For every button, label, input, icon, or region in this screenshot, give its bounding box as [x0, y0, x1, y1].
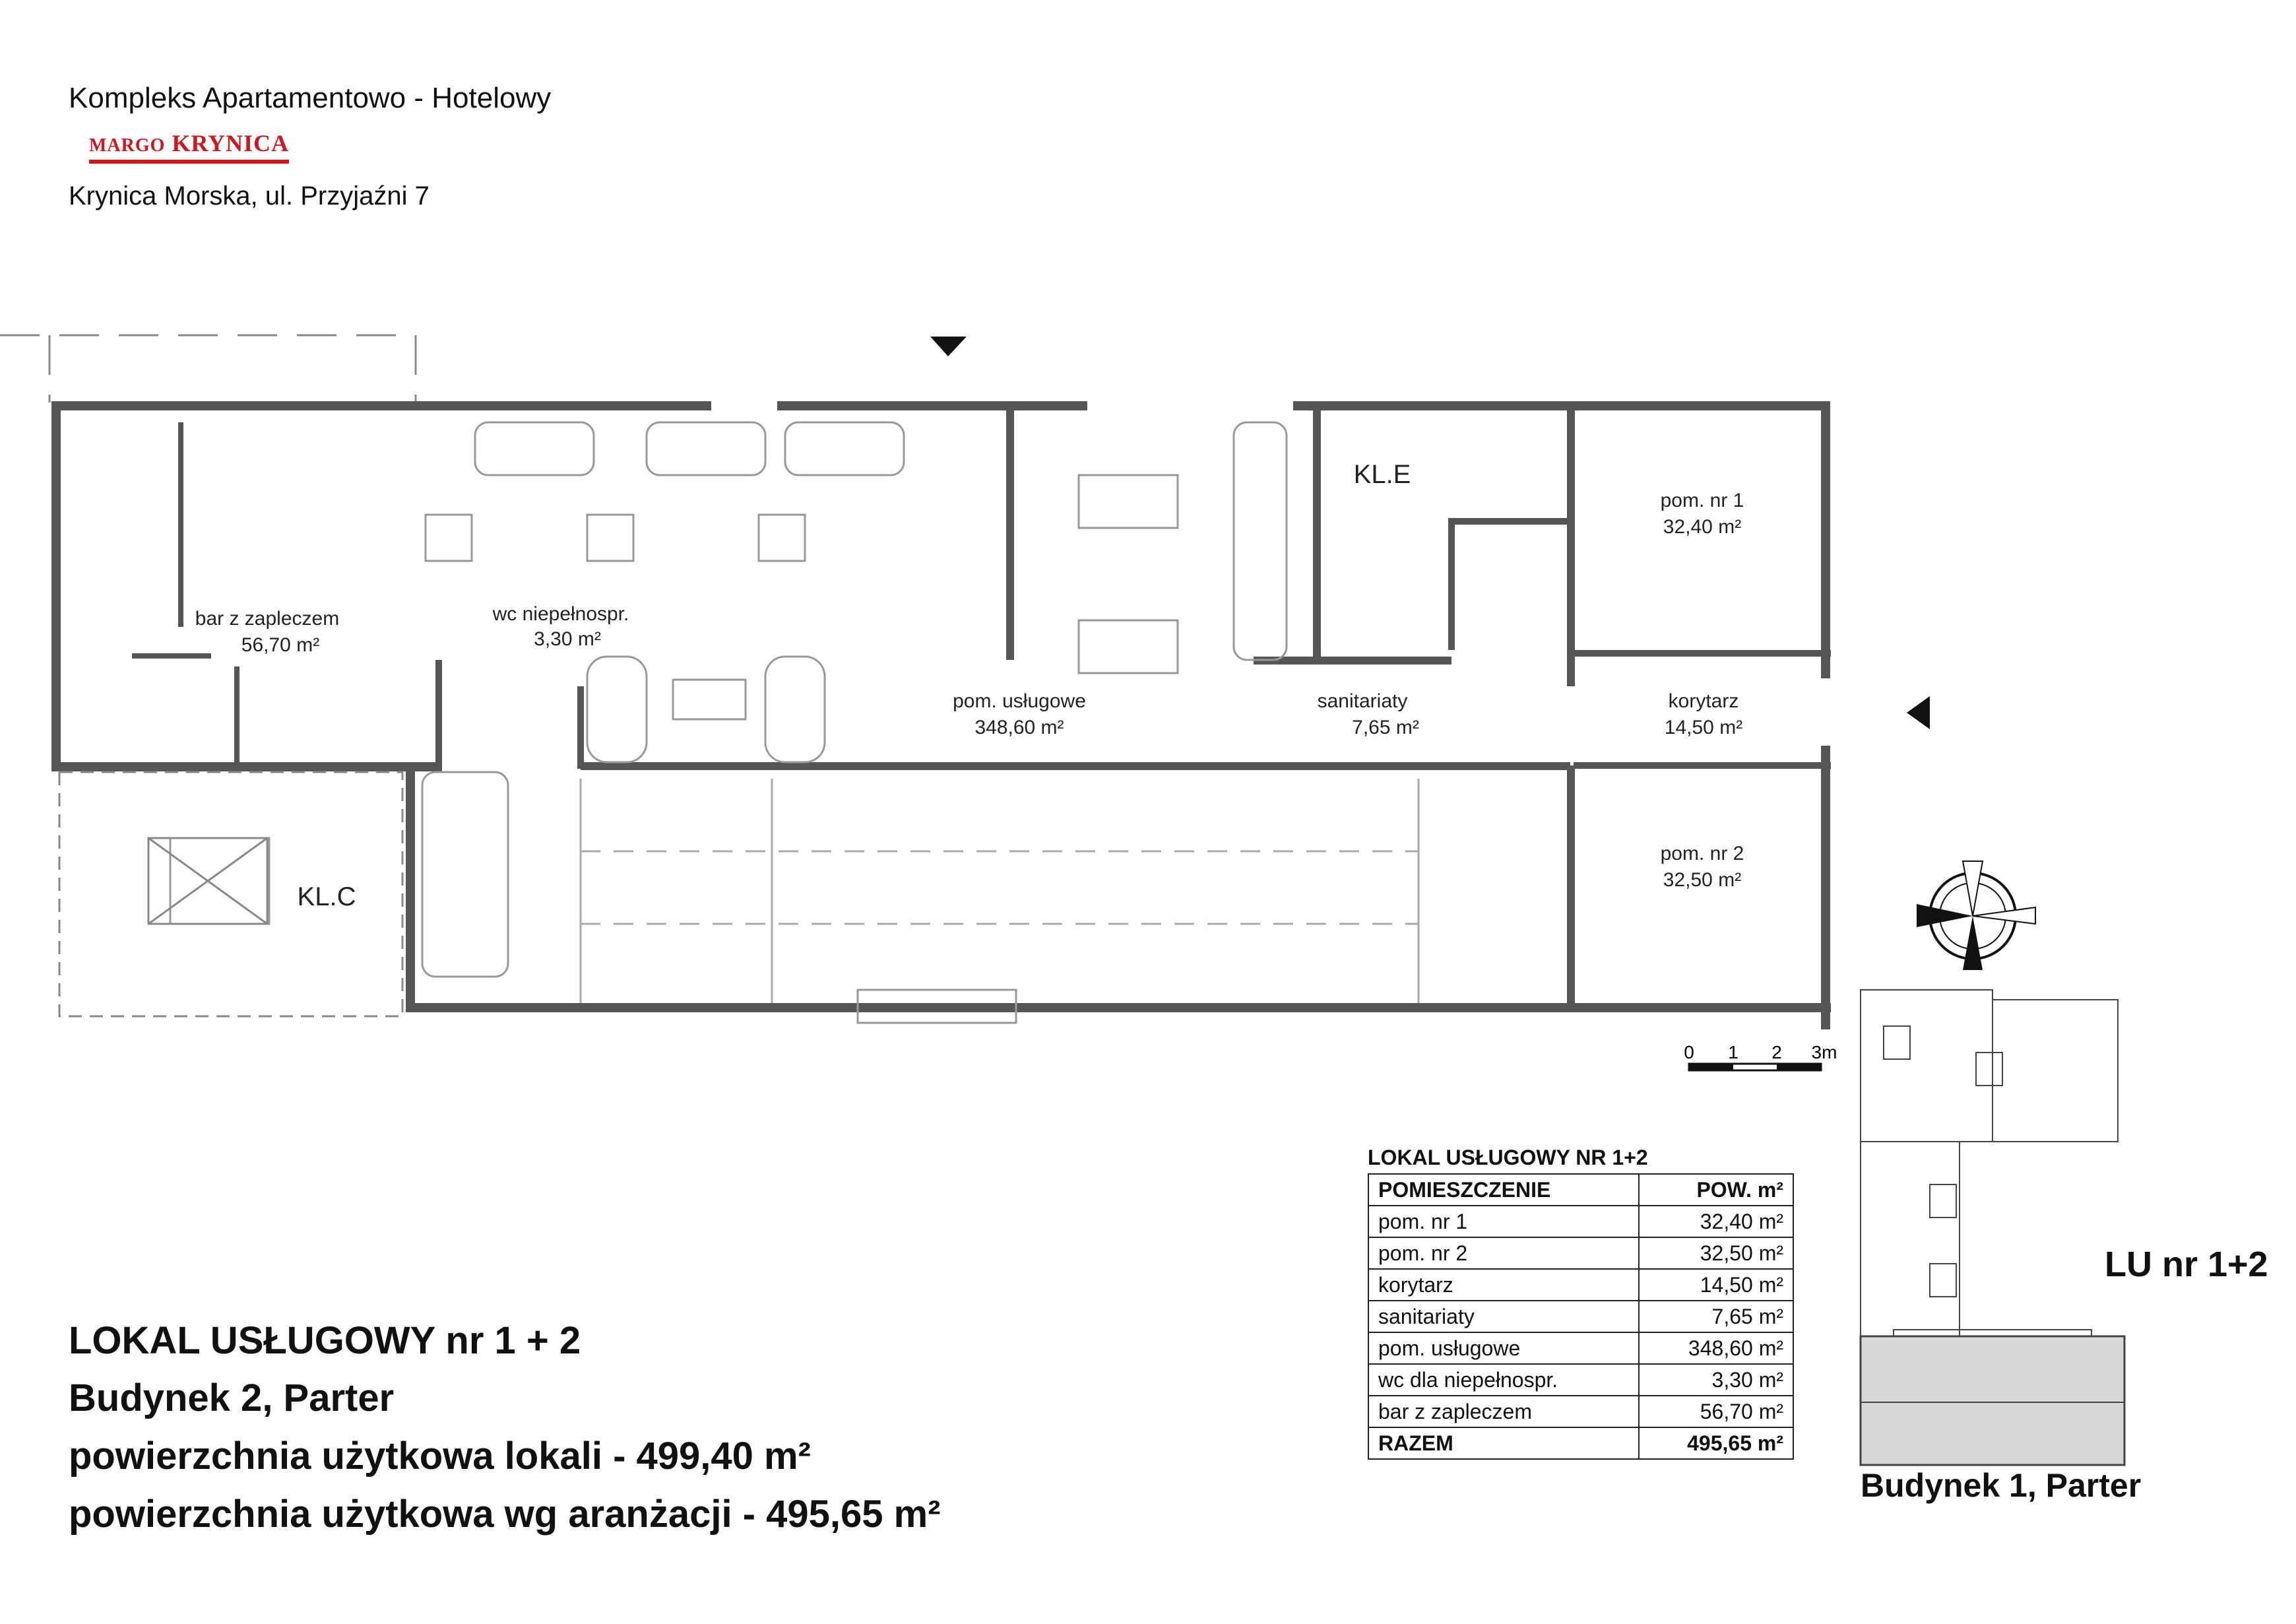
col-room: POMIESZCZENIE: [1368, 1173, 1640, 1206]
furniture: [169, 421, 1288, 1024]
total-area: 495,65 m²: [1638, 1427, 1794, 1460]
usable-area-arrangement: powierzchnia użytkowa wg aranżacji - 495…: [69, 1493, 941, 1536]
row-area: 56,70 m²: [1638, 1395, 1794, 1428]
area-korytarz: 14,50 m²: [1665, 717, 1742, 738]
key-plan-building-label: Budynek 1, Parter: [1861, 1467, 2142, 1504]
compass-icon: [1917, 861, 2036, 970]
key-plan-unit-label: LU nr 1+2: [2105, 1245, 2268, 1284]
scale-label-3: 3m: [1812, 1042, 1837, 1062]
row-name: pom. nr 2: [1368, 1237, 1640, 1270]
area-pom2: 32,50 m²: [1663, 869, 1741, 891]
table-title: LOKAL USŁUGOWY NR 1+2: [1368, 1146, 1648, 1169]
label-wc: wc niepełnospr.: [492, 603, 629, 625]
row-area: 348,60 m²: [1638, 1332, 1794, 1365]
label-bar: bar z zapleczem: [195, 608, 339, 630]
entrance-marker-top: [930, 337, 967, 356]
area-pom1: 32,40 m²: [1663, 516, 1741, 538]
table-header-row: POMIESZCZENIE POW. m²: [1368, 1173, 1794, 1206]
key-plan: [1859, 989, 2126, 1466]
usable-area-units: powierzchnia użytkowa lokali - 499,40 m²: [69, 1435, 811, 1478]
row-name: bar z zapleczem: [1368, 1395, 1640, 1428]
unit-title: LOKAL USŁUGOWY nr 1 + 2: [69, 1319, 581, 1362]
row-area: 32,50 m²: [1638, 1237, 1794, 1270]
scale-label-1: 1: [1728, 1042, 1738, 1062]
staircase-klc: [58, 771, 404, 1018]
windows: [462, 405, 1016, 1009]
project-title: Kompleks Apartamentowo - Hotelowy: [69, 82, 552, 114]
row-name: pom. nr 1: [1368, 1205, 1640, 1238]
table-total-row: RAZEM 495,65 m²: [1368, 1427, 1794, 1460]
label-uslugowe: pom. usługowe: [953, 690, 1086, 712]
logo-second: KRYNICA: [172, 130, 290, 156]
row-area: 14,50 m²: [1638, 1268, 1794, 1301]
area-wc: 3,30 m²: [534, 628, 601, 650]
table-row: wc dla niepełnospr.3,30 m²: [1368, 1363, 1794, 1396]
area-uslugowe: 348,60 m²: [974, 717, 1064, 738]
label-korytarz: korytarz: [1669, 690, 1739, 712]
lanes: [579, 779, 1420, 1003]
brand-logo: MARGO KRYNICA: [89, 129, 290, 164]
label-pom1: pom. nr 1: [1661, 490, 1744, 511]
entrance-marker-right: [1907, 696, 1930, 729]
row-name: korytarz: [1368, 1268, 1640, 1301]
row-area: 7,65 m²: [1638, 1300, 1794, 1333]
row-area: 3,30 m²: [1638, 1363, 1794, 1396]
row-name: wc dla niepełnospr.: [1368, 1363, 1640, 1396]
scale-bar: 0 1 2 3m: [1684, 1042, 1837, 1072]
row-area: 32,40 m²: [1638, 1205, 1794, 1238]
col-area: POW. m²: [1638, 1173, 1794, 1206]
row-name: pom. usługowe: [1368, 1332, 1640, 1365]
terrace-outline: [0, 334, 417, 403]
highlight-unit: [1859, 1335, 2126, 1466]
project-address: Krynica Morska, ul. Przyjaźni 7: [69, 181, 430, 211]
area-sanitariaty: 7,65 m²: [1352, 717, 1419, 738]
building-floor: Budynek 2, Parter: [69, 1377, 395, 1419]
area-bar: 56,70 m²: [241, 634, 319, 656]
interior-walls: [132, 409, 1831, 1010]
outer-walls: [51, 401, 1831, 1029]
logo-first: MARGO: [89, 135, 166, 156]
scale-label-0: 0: [1684, 1042, 1694, 1062]
label-pom2: pom. nr 2: [1661, 843, 1744, 864]
total-name: RAZEM: [1368, 1427, 1640, 1460]
row-name: sanitariaty: [1368, 1300, 1640, 1333]
label-kle: KL.E: [1354, 460, 1411, 489]
label-klc: KL.C: [298, 882, 356, 911]
scale-label-2: 2: [1771, 1042, 1782, 1062]
label-sanitariaty: sanitariaty: [1318, 690, 1408, 712]
